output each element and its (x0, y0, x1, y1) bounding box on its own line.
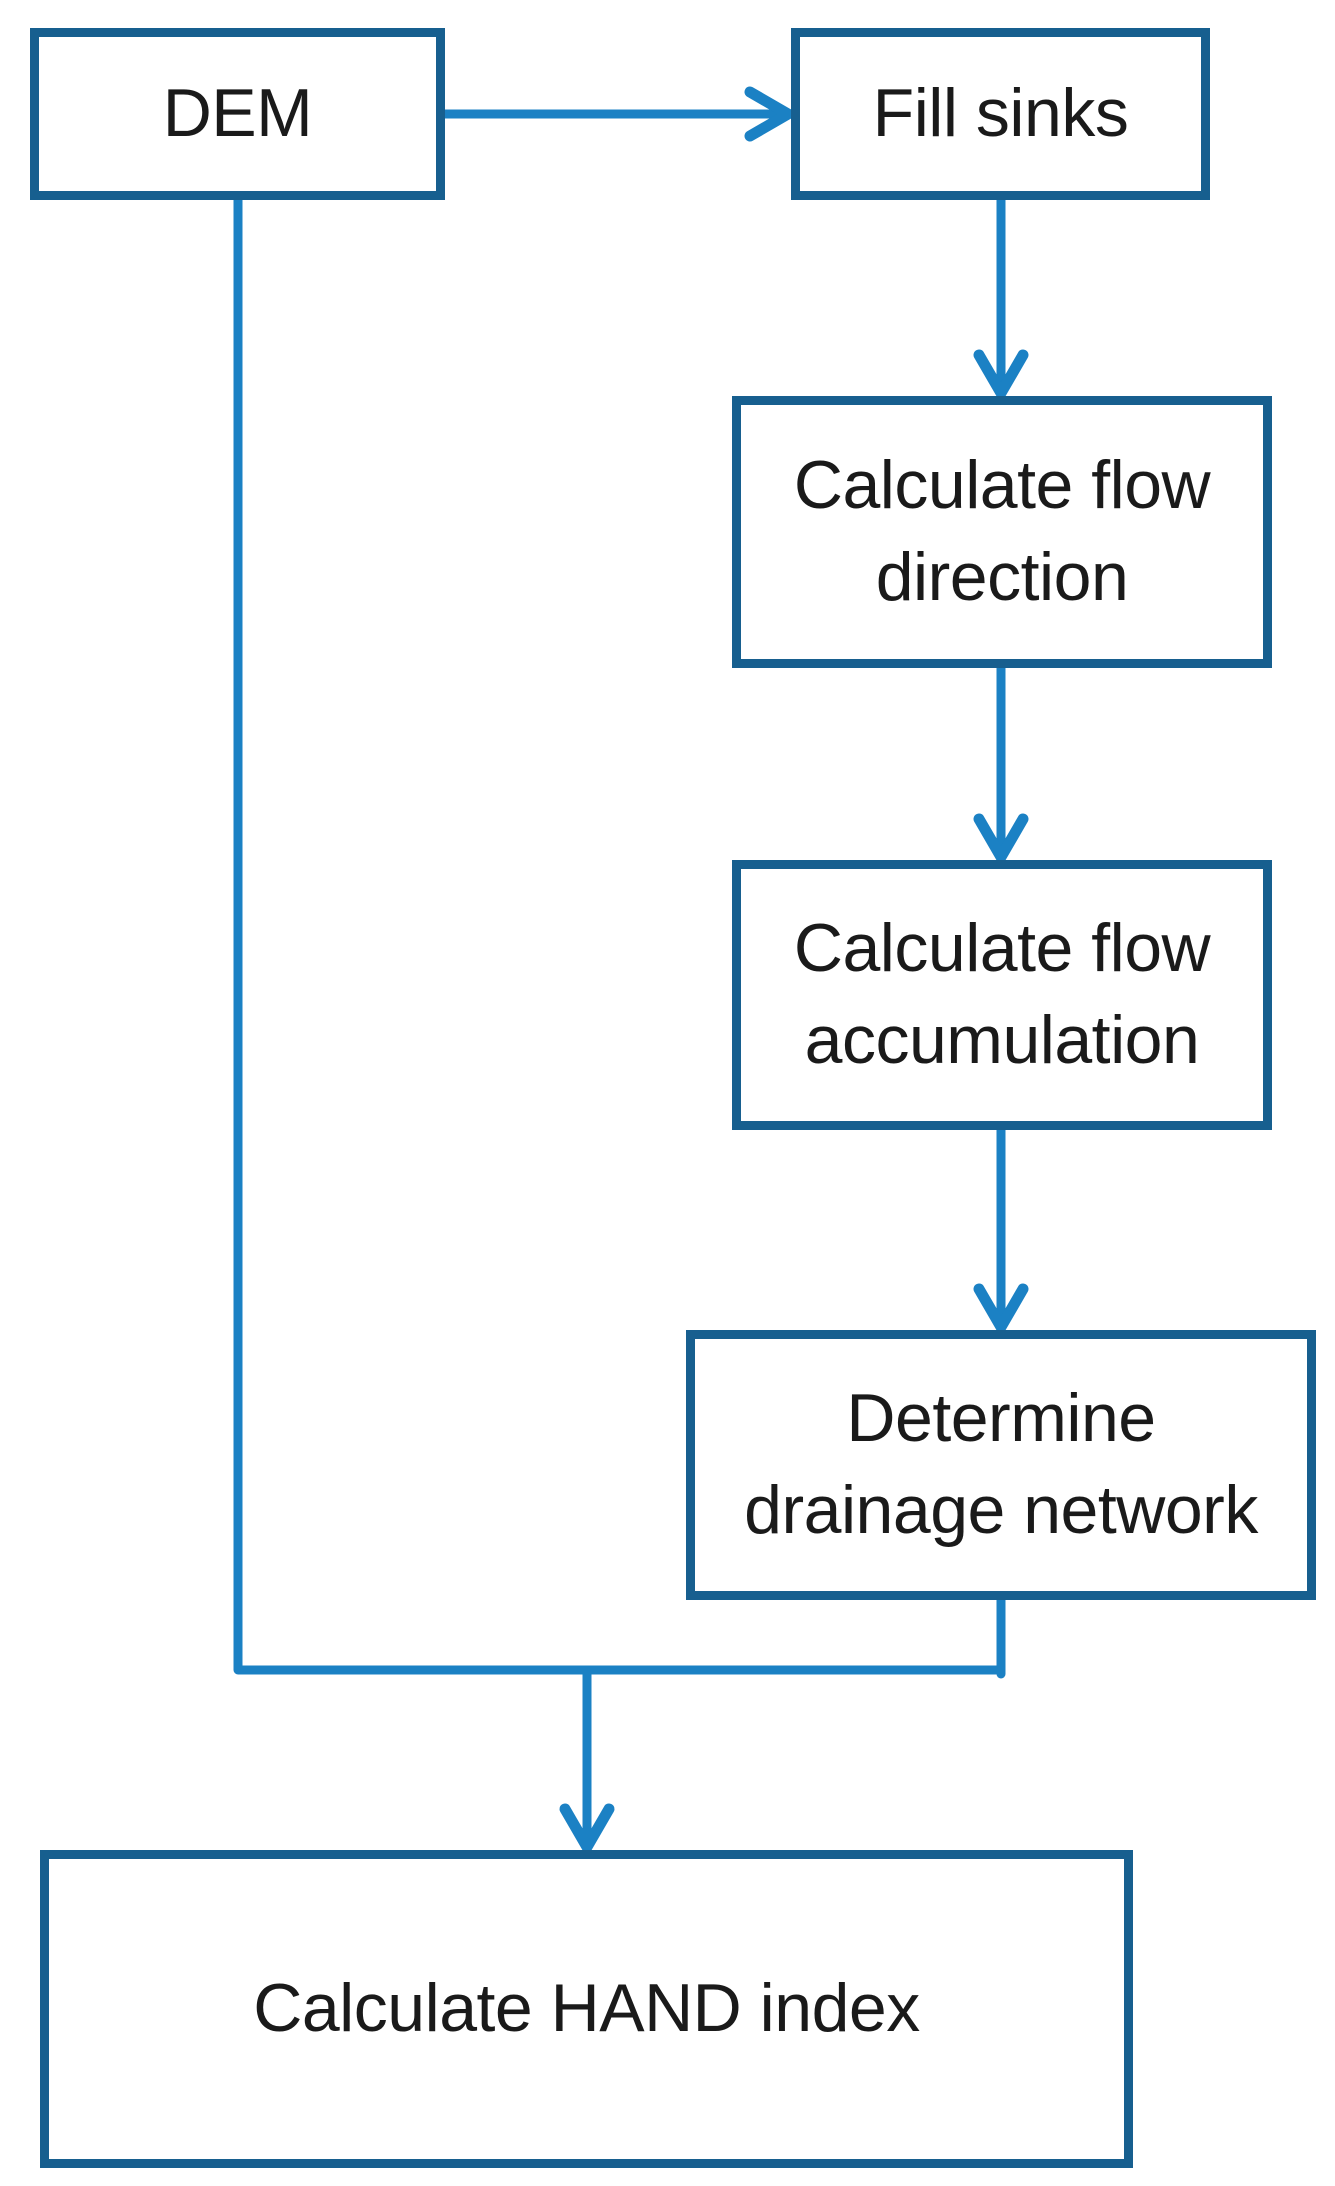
node-determine-drainage-network: Determine drainage network (686, 1330, 1316, 1600)
node-dem: DEM (30, 28, 445, 200)
node-calculate-flow-accumulation-label-line2: accumulation (804, 1002, 1200, 1078)
node-calculate-flow-direction-label-line1: Calculate flow (793, 447, 1211, 524)
arrowhead-merge-hand-index-icon (559, 1803, 615, 1853)
node-calculate-flow-accumulation: Calculate flow accumulation (732, 860, 1272, 1130)
node-determine-drainage-network-label-line1: Determine (846, 1380, 1156, 1457)
node-fill-sinks-label: Fill sinks (872, 75, 1129, 152)
node-calculate-hand-index: Calculate HAND index (40, 1850, 1133, 2168)
arrowhead-flow-accumulation-drainage-network-icon (973, 1283, 1029, 1333)
node-calculate-flow-direction-label-line2: direction (875, 539, 1129, 615)
arrowhead-flow-direction-flow-accumulation-icon (973, 813, 1029, 863)
node-dem-label: DEM (162, 75, 313, 152)
arrowhead-dem-fill-sinks-icon (744, 86, 794, 142)
node-determine-drainage-network-label-line2: drainage network (744, 1472, 1258, 1548)
node-calculate-flow-accumulation-label-line1: Calculate flow (793, 910, 1211, 987)
node-calculate-flow-direction: Calculate flow direction (732, 396, 1272, 668)
edge-dem-merge-rail (233, 191, 1006, 1675)
node-calculate-hand-index-label: Calculate HAND index (253, 1970, 920, 2047)
node-fill-sinks: Fill sinks (791, 28, 1210, 200)
arrowhead-fill-sinks-flow-direction-icon (973, 349, 1029, 399)
